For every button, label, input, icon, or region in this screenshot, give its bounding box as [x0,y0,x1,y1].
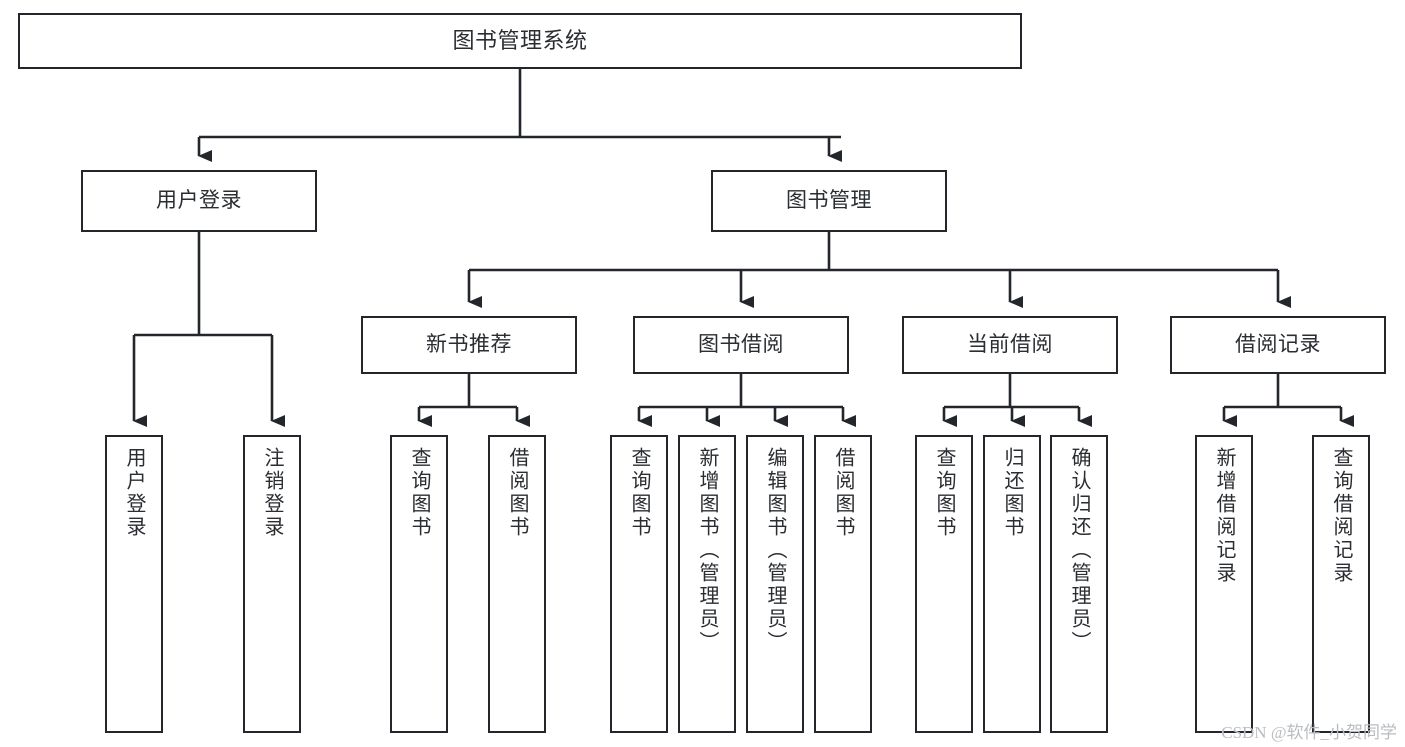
node-leaf-cb-query[interactable]: 查询图书 [915,435,973,733]
node-user-login[interactable]: 用户登录 [81,170,317,232]
node-leaf-bb-query[interactable]: 查询图书 [610,435,668,733]
node-leaf-user-logout[interactable]: 注销登录 [243,435,301,733]
node-leaf-br-add-label: 新增借阅记录 [1213,447,1235,585]
node-new-book-rec[interactable]: 新书推荐 [361,316,577,374]
node-leaf-cb-return[interactable]: 归还图书 [983,435,1041,733]
watermark: CSDN @软件_小贺同学 [1221,723,1397,742]
node-leaf-bb-edit-label: 编辑图书（管理员） [764,447,786,654]
node-leaf-rec-query-label: 查询图书 [408,447,430,539]
node-leaf-user-login[interactable]: 用户登录 [105,435,163,733]
node-leaf-rec-borrow-label: 借阅图书 [506,447,528,539]
node-leaf-cb-confirm[interactable]: 确认归还（管理员） [1050,435,1108,733]
node-book-admin-label: 图书管理 [786,188,872,212]
node-leaf-bb-borrow-label: 借阅图书 [832,447,854,539]
node-leaf-bb-edit[interactable]: 编辑图书（管理员） [746,435,804,733]
node-root-label: 图书管理系统 [452,28,588,54]
node-leaf-user-logout-label: 注销登录 [261,447,283,539]
node-leaf-cb-confirm-label: 确认归还（管理员） [1068,447,1090,654]
node-book-borrow[interactable]: 图书借阅 [633,316,849,374]
node-leaf-bb-borrow[interactable]: 借阅图书 [814,435,872,733]
node-book-borrow-label: 图书借阅 [698,332,784,356]
node-current-borrow-label: 当前借阅 [967,332,1053,356]
node-borrow-record[interactable]: 借阅记录 [1170,316,1386,374]
node-leaf-cb-return-label: 归还图书 [1001,447,1023,539]
node-leaf-bb-add[interactable]: 新增图书（管理员） [678,435,736,733]
node-leaf-cb-query-label: 查询图书 [933,447,955,539]
node-new-book-rec-label: 新书推荐 [426,332,512,356]
node-leaf-br-query[interactable]: 查询借阅记录 [1312,435,1370,733]
node-leaf-br-query-label: 查询借阅记录 [1330,447,1352,585]
node-leaf-bb-query-label: 查询图书 [628,447,650,539]
node-borrow-record-label: 借阅记录 [1235,332,1321,356]
node-leaf-rec-borrow[interactable]: 借阅图书 [488,435,546,733]
node-user-login-label: 用户登录 [156,188,242,212]
node-leaf-br-add[interactable]: 新增借阅记录 [1195,435,1253,733]
node-book-admin[interactable]: 图书管理 [711,170,947,232]
node-leaf-rec-query[interactable]: 查询图书 [390,435,448,733]
node-leaf-bb-add-label: 新增图书（管理员） [696,447,718,654]
node-leaf-user-login-label: 用户登录 [123,447,145,539]
node-current-borrow[interactable]: 当前借阅 [902,316,1118,374]
node-root[interactable]: 图书管理系统 [18,13,1022,69]
